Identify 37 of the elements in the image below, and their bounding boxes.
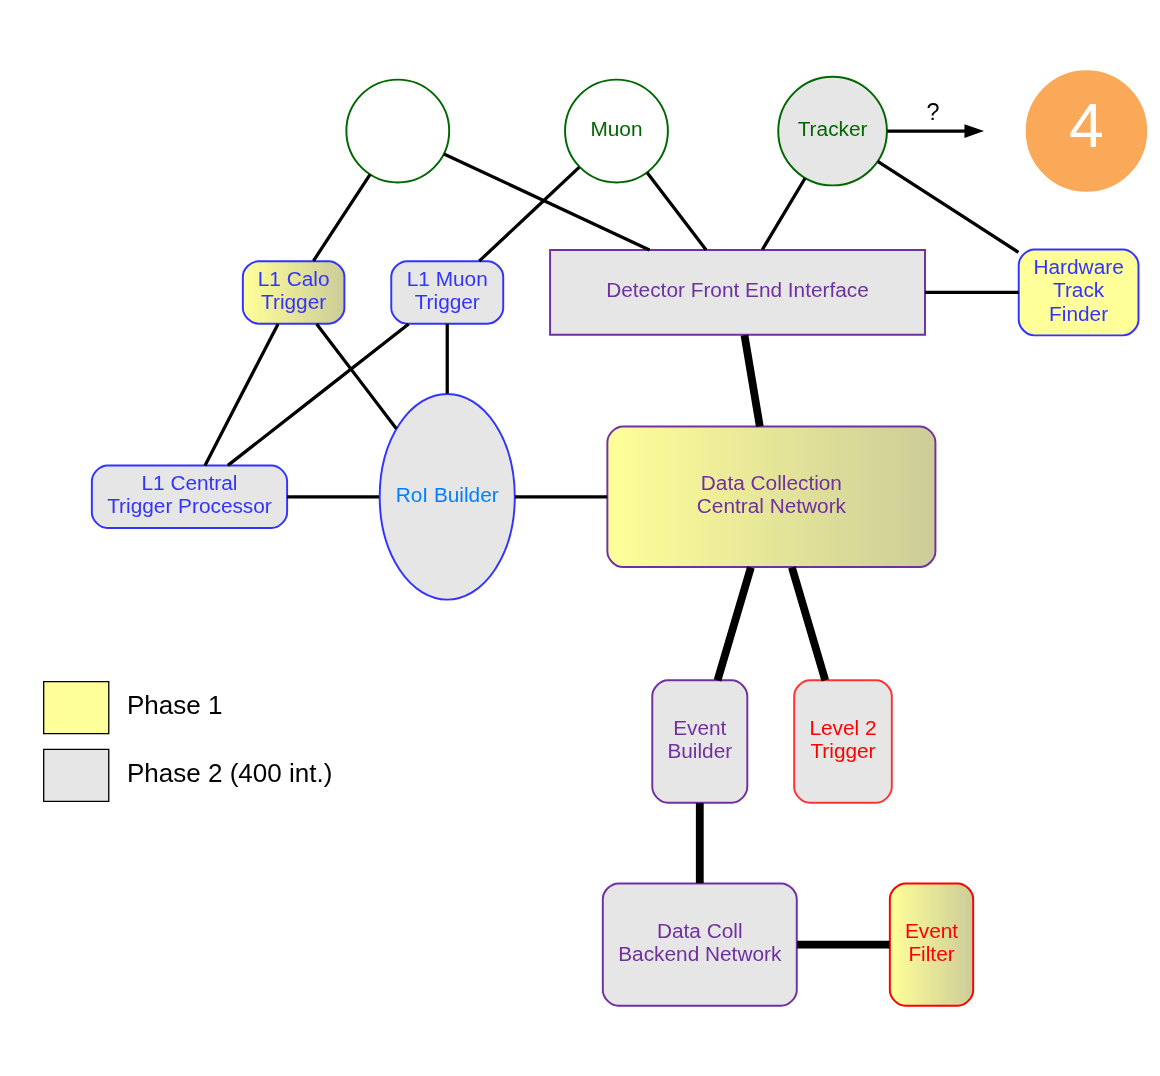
connector [695,802,704,883]
node-box: L1 Calo Trigger [241,259,346,325]
node-box: Detector Front End Interface [549,248,926,336]
connector [925,290,1019,294]
arrow [886,123,984,138]
connector [478,165,581,262]
connector [315,322,398,430]
node-circle: Tracker [777,75,888,186]
connector [645,170,708,251]
connector [788,565,829,681]
connector [226,322,410,467]
connector [797,940,890,948]
connector [713,565,755,681]
connector [740,333,764,427]
edge-label: ? [926,98,940,125]
connector [445,323,449,394]
connector [203,322,280,466]
connector [443,151,651,251]
label: 4 [1069,89,1104,160]
node-ellipse: RoI Builder [378,392,516,601]
node-box: Event Filter [888,881,975,1007]
connector [876,159,1020,254]
connector [760,176,807,250]
node-box: L1 Central Trigger Processor [90,464,289,529]
node-circle: Muon [564,78,669,183]
node-box: Data Coll Backend Network [601,881,798,1007]
node-box: L1 Muon Trigger [390,259,505,325]
connector [312,173,372,262]
node-circle [345,78,451,183]
connector [287,494,380,498]
connector [515,494,608,498]
node-box: Hardware Track Finder [1017,247,1140,336]
legend-label: Phase 1 [127,689,223,720]
node-box: Data Collection Central Network [606,425,937,568]
legend-label: Phase 2 (400 int.) [127,757,333,788]
node-box: Level 2 Trigger [793,678,893,804]
node-box: Event Builder [651,678,749,804]
